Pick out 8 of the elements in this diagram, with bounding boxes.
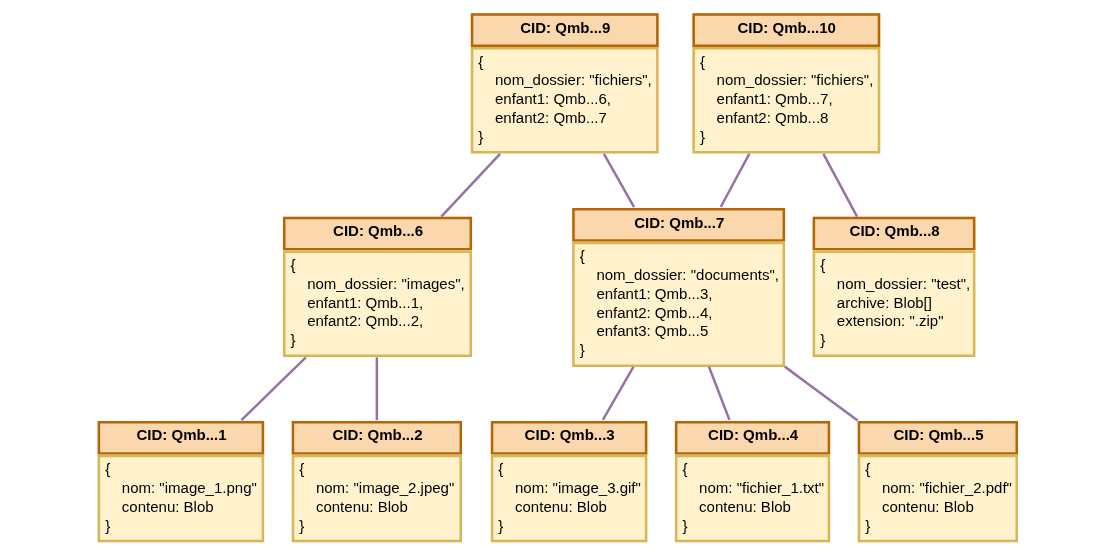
- connector: [601, 366, 635, 421]
- connector: [707, 366, 731, 421]
- connector: [602, 153, 636, 208]
- connector: [719, 153, 751, 208]
- connector: [822, 153, 859, 218]
- connector: [240, 356, 307, 422]
- connector: [375, 357, 379, 421]
- connector: [784, 365, 859, 422]
